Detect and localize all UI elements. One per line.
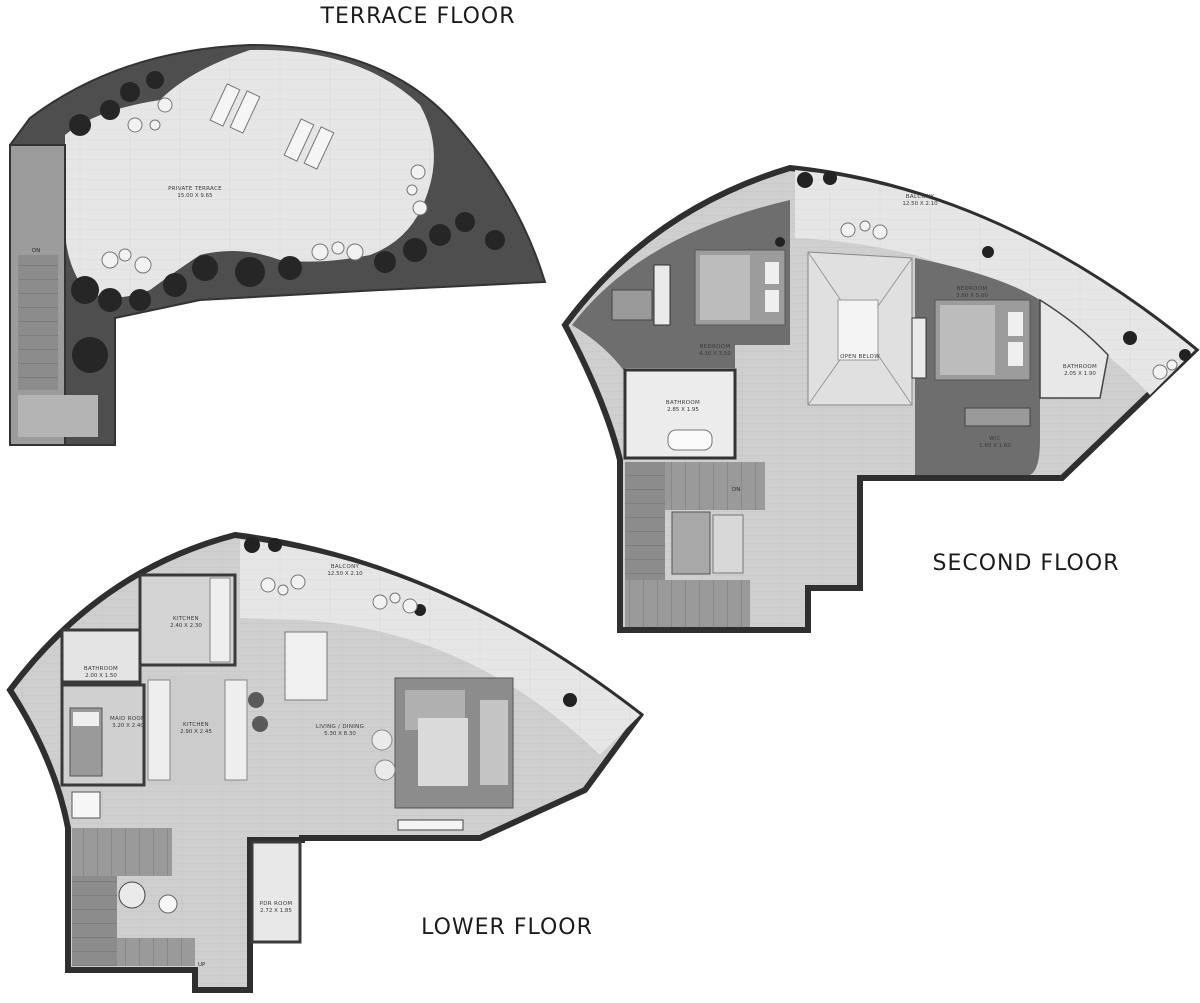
- lower-stair-upper: [72, 828, 172, 876]
- second-bathroom-1-label: BATHROOM: [666, 400, 700, 406]
- lower-stair-label: UP: [198, 962, 206, 968]
- terrace-stair-label: DN: [32, 248, 40, 254]
- second-floor-plan: SECOND FLOOR BEDROOM 4.30 X 3.50 OPEN BE…: [561, 164, 1200, 633]
- lower-bathroom: [60, 628, 142, 684]
- second-bathroom-2-dimensions: 2.05 X 1.90: [1064, 371, 1096, 377]
- lower-pdr-room: [250, 840, 302, 944]
- terrace-floor-plan: TERRACE FLOOR DN: [9, 4, 547, 446]
- pendant-light: [837, 299, 879, 361]
- wic-label: WIC: [989, 436, 1001, 442]
- second-closet: [611, 289, 653, 321]
- lower-bathroom-dimensions: 2.00 X 1.50: [85, 673, 117, 679]
- open-below-label: OPEN BELOW: [840, 354, 880, 360]
- terrace-stair-landing: [18, 395, 98, 437]
- second-bedroom-1: [572, 200, 790, 372]
- second-bedroom-1-dimensions: 4.30 X 3.50: [699, 351, 731, 357]
- bathtub: [667, 429, 713, 451]
- second-bedroom-1-label: BEDROOM: [700, 344, 731, 350]
- private-terrace-label: PRIVATE TERRACE: [168, 186, 222, 192]
- terrace-seating: [101, 97, 428, 274]
- lower-balcony: [240, 540, 640, 755]
- lower-kitchen-upper-label: KITCHEN: [173, 616, 199, 622]
- living-furniture: [371, 677, 514, 831]
- lower-bathroom-label: BATHROOM: [84, 666, 118, 672]
- terrace-floor-title: TERRACE FLOOR: [320, 4, 516, 29]
- lower-kitchen-label: KITCHEN: [183, 722, 209, 728]
- lower-balcony-label: BALCONY: [331, 564, 360, 570]
- sun-loungers: [209, 83, 335, 170]
- second-balcony-chairs: [840, 220, 1178, 380]
- lower-living-dining-label: LIVING / DINING: [316, 724, 364, 730]
- lower-living-dining-dimensions: 5.30 X 8.30: [324, 731, 356, 737]
- lower-kitchen-dimensions: 2.90 X 2.45: [180, 729, 212, 735]
- lower-pdr-room-dimensions: 2.72 X 1.85: [260, 908, 292, 914]
- second-balcony-label: BALCONY: [906, 194, 935, 200]
- dining-table: [248, 631, 328, 732]
- second-bedroom-2-label: BEDROOM: [957, 286, 988, 292]
- lower-floor-plan: LOWER FLOOR BALCONY 12.50 X 2.10 KITCHEN…: [6, 531, 645, 993]
- second-stair-landing: [665, 462, 765, 510]
- wic-dimensions: 1.60 X 1.60: [979, 443, 1011, 449]
- lower-floor-title: LOWER FLOOR: [421, 915, 593, 940]
- lower-stair-bottom: [117, 938, 195, 966]
- maid-bed: [69, 707, 103, 777]
- lower-pdr-room-label: PDR ROOM: [260, 901, 293, 907]
- second-wardrobe-1: [653, 264, 671, 326]
- second-floor-title: SECOND FLOOR: [933, 551, 1120, 576]
- lower-balcony-chairs: [260, 574, 418, 614]
- kitchen-counter-left: [147, 679, 171, 781]
- lower-stair: [72, 876, 117, 966]
- lower-maid-room-label: MAID ROOM: [110, 716, 146, 722]
- second-bed-1: [694, 249, 786, 326]
- wic-shelving: [964, 407, 1031, 427]
- second-bathroom-1-dimensions: 2.85 X 1.95: [667, 407, 699, 413]
- terrace-stair: [18, 255, 58, 390]
- second-bathroom-2: [1039, 298, 1109, 399]
- second-balcony-dimensions: 12.50 X 2.10: [902, 201, 938, 207]
- second-stair-lower: [625, 580, 750, 627]
- second-wardrobe-2: [911, 317, 927, 379]
- terrace-shrubs: [69, 71, 505, 373]
- second-bed-2: [934, 299, 1031, 381]
- second-stair-label: DN: [732, 487, 740, 493]
- kitchen-counter-upper: [209, 577, 231, 663]
- second-bathroom-2-label: BATHROOM: [1063, 364, 1097, 370]
- terrace-deck: [64, 49, 434, 298]
- kitchen-island: [224, 679, 248, 781]
- lower-balcony-dimensions: 12.50 X 2.10: [327, 571, 363, 577]
- private-terrace-dimensions: 15.00 X 9.65: [177, 193, 213, 199]
- lower-kitchen-upper-dimensions: 2.40 X 2.30: [170, 623, 202, 629]
- second-planters: [775, 171, 1191, 361]
- lower-armchair: [118, 881, 178, 914]
- second-lounge-seat: [671, 511, 744, 575]
- lower-maid-room-dimensions: 3.20 X 2.40: [112, 723, 144, 729]
- lower-storage: [71, 791, 101, 819]
- second-bedroom-2-dimensions: 3.60 X 5.00: [956, 293, 988, 299]
